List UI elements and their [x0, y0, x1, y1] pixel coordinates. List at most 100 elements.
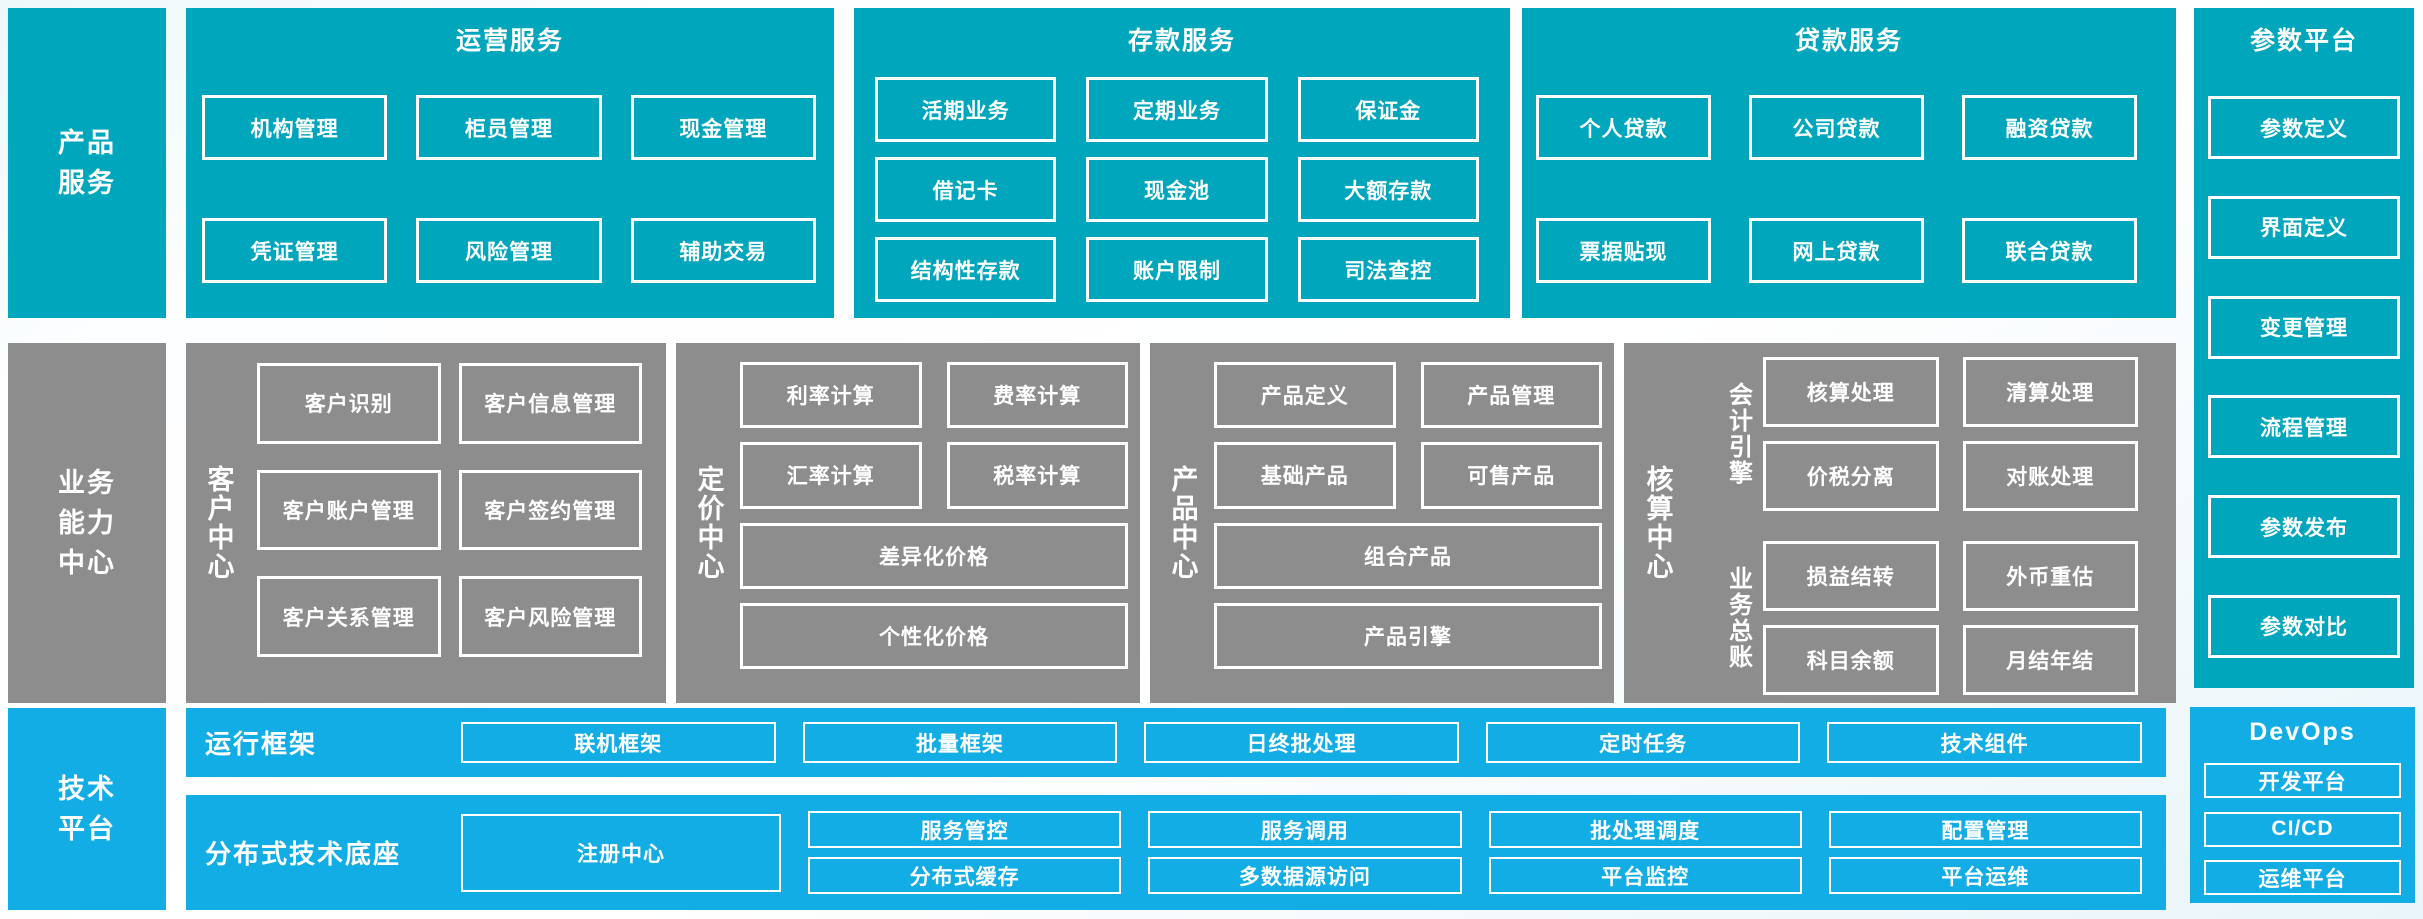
box-grid: 产品定义 产品管理 基础产品 可售产品 组合产品 产品引擎	[1214, 362, 1602, 669]
diagram-box: 利率计算	[740, 362, 922, 429]
center-label: 核算中心	[1642, 465, 1673, 581]
diagram-box: 基础产品	[1214, 442, 1396, 509]
diagram-box: 定时任务	[1485, 722, 1801, 763]
diagram-box: 服务调用	[1148, 811, 1462, 848]
rail-label-line: 业务	[58, 468, 116, 498]
rail-label-line: 技术	[58, 774, 116, 804]
diagram-box: 公司贷款	[1749, 95, 1924, 160]
diagram-box: 对账处理	[1962, 441, 2138, 511]
panel-pricing-center: 定价中心 利率计算 费率计算 汇率计算 税率计算 差异化价格 个性化价格	[676, 343, 1140, 703]
panel-label: 运行框架	[205, 729, 318, 759]
diagram-box: 定期业务	[1086, 77, 1268, 142]
diagram-box: 机构管理	[202, 95, 388, 160]
diagram-box: 价税分离	[1763, 441, 1939, 511]
diagram-box: 科目余额	[1763, 625, 1939, 695]
rail-product-services: 产品 服务	[8, 8, 166, 318]
diagram-box: 司法查控	[1297, 237, 1479, 302]
box-grid: 服务管控 服务调用 批处理调度 配置管理 分布式缓存 多数据源访问 平台监控 平…	[808, 811, 2142, 894]
group-label: 会计引擎	[1724, 382, 1752, 486]
panel-title: DevOps	[2249, 718, 2356, 746]
panel-runtime-framework: 运行框架 联机框架 批量框架 日终批处理 定时任务 技术组件	[186, 708, 2166, 777]
diagram-box: 分布式缓存	[808, 857, 1122, 894]
accounting-group: 业务总账 损益结转 外币重估 科目余额 月结年结	[1719, 541, 2138, 695]
diagram-box: 平台运维	[1828, 857, 2142, 894]
diagram-box: 产品定义	[1214, 362, 1396, 429]
diagram-box: 联合贷款	[1962, 218, 2137, 283]
diagram-box: 注册中心	[461, 813, 781, 892]
panel-title: 运营服务	[455, 27, 564, 55]
panel-distributed-tech-base: 分布式技术底座 注册中心 服务管控 服务调用 批处理调度 配置管理 分布式缓存 …	[186, 795, 2166, 910]
diagram-box: 外币重估	[1962, 541, 2138, 611]
diagram-box: 保证金	[1297, 77, 1479, 142]
diagram-box: 产品引擎	[1214, 602, 1602, 669]
diagram-box: 清算处理	[1962, 357, 2138, 427]
diagram-box: 结构性存款	[875, 237, 1057, 302]
diagram-box: 日终批处理	[1144, 722, 1459, 763]
diagram-box: 票据贴现	[1536, 218, 1711, 283]
rail-label: 技术 平台	[58, 769, 116, 849]
rail-label: 业务 能力 中心	[58, 463, 116, 583]
diagram-box: 可售产品	[1420, 442, 1602, 509]
diagram-box: 月结年结	[1962, 625, 2138, 695]
box-stack: 参数定义 界面定义 变更管理 流程管理 参数发布 参数对比	[2208, 96, 2400, 658]
diagram-box: 客户风险管理	[458, 576, 642, 657]
center-label: 定价中心	[693, 465, 724, 581]
diagram-box: 大额存款	[1297, 157, 1479, 222]
diagram-box: 账户限制	[1086, 237, 1268, 302]
panel-customer-center: 客户中心 客户识别 客户信息管理 客户账户管理 客户签约管理 客户关系管理 客户…	[186, 343, 666, 703]
box-grid: 个人贷款 公司贷款 融资贷款 票据贴现 网上贷款 联合贷款	[1536, 95, 2137, 283]
box-grid: 核算处理 清算处理 价税分离 对账处理	[1763, 357, 2138, 511]
rail-label-line: 产品	[58, 128, 116, 158]
panel-product-center: 产品中心 产品定义 产品管理 基础产品 可售产品 组合产品 产品引擎	[1150, 343, 1614, 703]
panel-loan-services: 贷款服务 个人贷款 公司贷款 融资贷款 票据贴现 网上贷款 联合贷款	[1522, 8, 2176, 318]
box-grid: 利率计算 费率计算 汇率计算 税率计算 差异化价格 个性化价格	[740, 362, 1128, 669]
panel-title: 存款服务	[1127, 27, 1236, 55]
rail-label: 产品 服务	[58, 123, 116, 203]
diagram-box: CI/CD	[2204, 811, 2401, 847]
panel-label: 分布式技术底座	[205, 839, 402, 869]
diagram-box: 批量框架	[802, 722, 1118, 763]
diagram-box: 客户关系管理	[257, 576, 441, 657]
diagram-box: 技术组件	[1827, 722, 2142, 763]
rail-business-capability-center: 业务 能力 中心	[8, 343, 166, 703]
diagram-box: 平台监控	[1488, 857, 1802, 894]
diagram-box: 借记卡	[875, 157, 1057, 222]
panel-title: 贷款服务	[1794, 27, 1903, 55]
diagram-box: 客户识别	[257, 363, 441, 444]
diagram-box: 凭证管理	[202, 218, 388, 283]
rail-label-line: 能力	[58, 508, 116, 538]
box-row: 联机框架 批量框架 日终批处理 定时任务 技术组件	[461, 722, 2142, 763]
rail-label-line: 中心	[58, 548, 116, 578]
rail-label-line: 服务	[58, 168, 116, 198]
box-grid: 机构管理 柜员管理 现金管理 凭证管理 风险管理 辅助交易	[202, 95, 816, 283]
box-stack: 开发平台 CI/CD 运维平台	[2204, 763, 2401, 895]
diagram-box: 运维平台	[2204, 860, 2401, 895]
diagram-box: 界面定义	[2208, 195, 2400, 259]
diagram-box: 汇率计算	[740, 442, 922, 509]
diagram-box: 费率计算	[946, 362, 1128, 429]
diagram-box: 差异化价格	[740, 522, 1128, 589]
diagram-box: 开发平台	[2204, 763, 2401, 798]
diagram-box: 流程管理	[2208, 395, 2400, 459]
diagram-box: 个性化价格	[740, 602, 1128, 669]
diagram-box: 损益结转	[1763, 541, 1939, 611]
diagram-box: 变更管理	[2208, 295, 2400, 359]
center-label: 客户中心	[203, 465, 234, 581]
group-label: 业务总账	[1724, 566, 1752, 670]
diagram-box: 参数定义	[2208, 96, 2400, 159]
accounting-groups: 会计引擎 核算处理 清算处理 价税分离 对账处理 业务总账 损益结转 外币重估 …	[1719, 357, 2138, 695]
box-grid: 客户识别 客户信息管理 客户账户管理 客户签约管理 客户关系管理 客户风险管理	[257, 363, 642, 657]
diagram-box: 产品管理	[1420, 362, 1602, 429]
diagram-box: 组合产品	[1214, 522, 1602, 589]
diagram-box: 网上贷款	[1749, 218, 1924, 283]
rail-tech-platform: 技术 平台	[8, 708, 166, 910]
diagram-box: 客户信息管理	[458, 363, 642, 444]
diagram-box: 活期业务	[875, 77, 1057, 142]
diagram-box: 客户签约管理	[458, 469, 642, 551]
diagram-box: 现金管理	[630, 95, 816, 160]
diagram-box: 柜员管理	[416, 95, 602, 160]
diagram-box: 辅助交易	[630, 218, 816, 283]
diagram-box: 参数对比	[2208, 594, 2400, 658]
panel-title: 参数平台	[2249, 27, 2358, 55]
